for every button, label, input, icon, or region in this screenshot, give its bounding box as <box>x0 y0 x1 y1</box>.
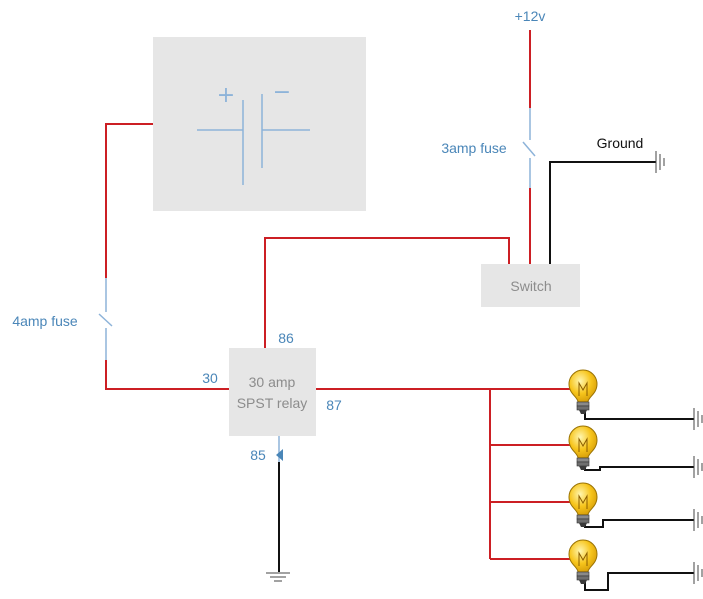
lamp-bulb-icon-1 <box>568 369 598 415</box>
fuse-4a-label: 4amp fuse <box>12 313 78 329</box>
wire-switch-to-pin-86 <box>264 237 510 348</box>
pin-30-label: 30 <box>202 370 218 386</box>
switch-label: Switch <box>510 278 551 294</box>
relay-label-line1: 30 amp <box>249 374 296 390</box>
ground-label: Ground <box>597 135 644 151</box>
battery-plus-sign: + <box>217 83 235 108</box>
fuse-4a-blade <box>98 313 113 327</box>
relay-box <box>229 348 316 436</box>
battery-box <box>153 37 366 211</box>
wire-battery-to-fuse-4a <box>105 123 153 278</box>
wire-lamp-4-ground <box>584 572 694 591</box>
supply-label: +12v <box>515 8 546 24</box>
ground-symbol-lamp-3 <box>693 509 703 531</box>
lamp-bulb-icon-2 <box>568 425 598 471</box>
lamp-bulb-icon-3 <box>568 482 598 528</box>
wire-lamp-3-ground <box>584 519 694 528</box>
relay-label-line2: SPST relay <box>237 395 308 411</box>
pin-85-marker <box>276 449 283 461</box>
switch-box <box>481 264 580 307</box>
wire-fuse-4a-to-pin-30 <box>105 360 230 390</box>
wire-lamp-1-ground <box>584 411 694 420</box>
fuse-3a-blade <box>522 141 536 157</box>
pin-87-label: 87 <box>326 397 342 413</box>
pin-86-label: 86 <box>278 330 294 346</box>
ground-symbol-top <box>655 151 665 173</box>
pin-85-label: 85 <box>250 447 266 463</box>
battery: + − <box>153 37 366 211</box>
ground-symbol-bottom <box>266 572 290 582</box>
lamp-bulb-icon-4 <box>568 539 598 585</box>
fuse-3a-label: 3amp fuse <box>441 140 507 156</box>
battery-minus-sign: − <box>273 80 291 105</box>
ground-symbol-lamp-4 <box>693 562 703 584</box>
ground-symbol-lamp-2 <box>693 456 703 478</box>
wire-switch-to-ground <box>549 161 656 264</box>
wire-lamp-2-ground <box>584 466 694 471</box>
ground-symbol-lamp-1 <box>693 408 703 430</box>
